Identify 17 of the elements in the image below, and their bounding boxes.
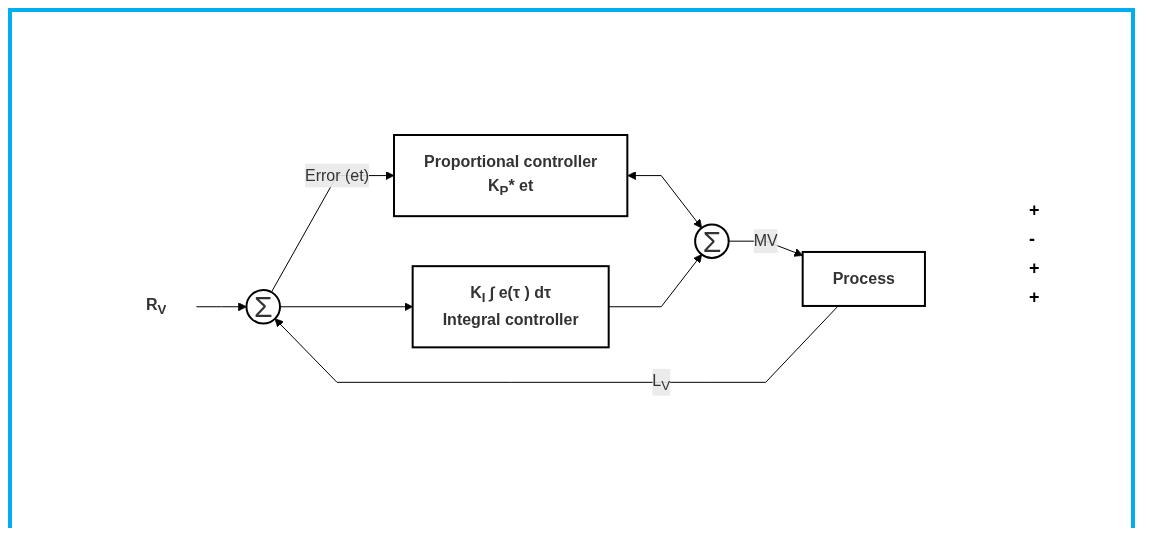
node-circle: Σ	[693, 222, 730, 259]
sign-label: +	[1029, 258, 1041, 279]
node-text: R$_{V}$	[145, 295, 166, 317]
arrow	[626, 170, 702, 228]
arrow	[279, 301, 413, 311]
arrow	[195, 301, 247, 311]
sign-label: -	[1029, 229, 1036, 250]
node-box: Proportional controller K$_{P}$* et	[392, 133, 628, 217]
node-box: K$_{I}$ ∫ e(τ ) dτ Integral controller	[411, 264, 610, 348]
edge-label: Error (et)	[304, 166, 369, 184]
edge-label: MV	[753, 231, 778, 249]
arrow	[274, 305, 839, 383]
sign-label: +	[1029, 200, 1041, 221]
sign-label: +	[1029, 287, 1041, 308]
edge-label: L$_{V}$	[651, 371, 670, 393]
node-box: Process	[801, 250, 926, 307]
node-circle: Σ	[245, 288, 281, 325]
